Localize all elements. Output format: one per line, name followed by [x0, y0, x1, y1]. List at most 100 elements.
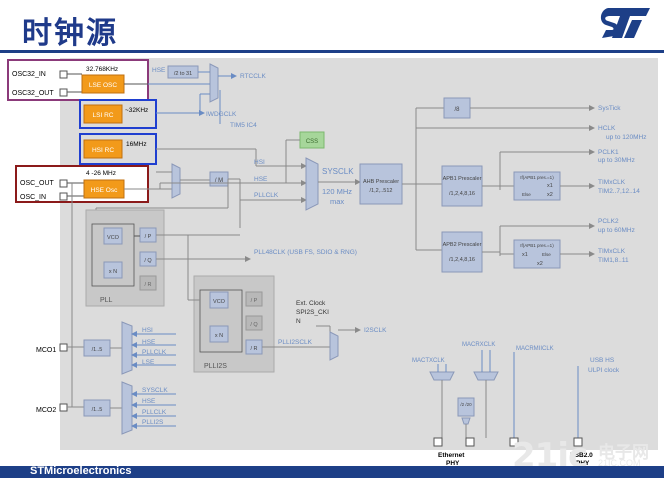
- apb2-section: APB2 Prescaler /1,2,4,8,16 PCLK2 up to 6…: [416, 218, 635, 273]
- mco1-in-hse: HSE: [142, 339, 156, 346]
- iwdgclk-label: IWDGCLK: [206, 111, 237, 118]
- apb1-timclk-label: TIMxCLK: [598, 179, 626, 186]
- apb1-x1: x1: [547, 183, 553, 189]
- pclk2-sub: up to 60MHz: [598, 227, 635, 234]
- plli2s-xn-label: x N: [215, 333, 223, 339]
- lsi-frame: [79, 99, 157, 129]
- usb-phy-label2: PHY: [576, 460, 590, 467]
- mco1-pin: [59, 343, 68, 352]
- osc-out-pin: [59, 179, 68, 188]
- osc32-in-pin: [59, 70, 68, 79]
- css-label: CSS: [306, 139, 318, 145]
- pll-xn: [103, 261, 123, 279]
- eth-pin-1: [433, 437, 443, 447]
- osc32-out-pin: [59, 88, 68, 97]
- lsi-rc-block: [83, 104, 123, 124]
- mco2-in-plli2s: PLLI2S: [142, 419, 164, 426]
- pll-name: PLL: [100, 297, 113, 304]
- mco2-in-pllclk: PLLCLK: [142, 409, 167, 416]
- apb2-prescaler-block: [441, 231, 483, 273]
- apb2-x1: x1: [522, 252, 528, 258]
- mco1-in-hsi: HSI: [142, 327, 153, 334]
- pclk1-label: PCLK1: [598, 149, 619, 156]
- mco2-mux: [121, 381, 133, 435]
- usb-pin: [573, 437, 583, 447]
- usb-section: USB HS ULPI clock USB2.0 PHY: [570, 357, 620, 467]
- footer-bar: [0, 466, 664, 478]
- usb-hs-label: USB HS: [590, 357, 615, 364]
- mco1-div-label: /1..5: [92, 347, 103, 353]
- sysclk-label: SYSCLK: [322, 167, 354, 176]
- ext-clock-line1: Ext. Clock: [296, 300, 326, 307]
- pll-r: [139, 275, 157, 291]
- plli2s-vco-label: VCO: [213, 299, 226, 305]
- plli2s-q: [245, 315, 263, 331]
- mco2-in-hse: HSE: [142, 398, 156, 405]
- watermark-cn: 电子网: [598, 443, 649, 463]
- rtcclk-label: RTCCLK: [240, 73, 267, 80]
- apb1-x2: x2: [547, 192, 553, 198]
- macrx-mux: [473, 371, 499, 381]
- hse-group: OSC_OUT OSC_IN HSE Osc 4 -26 MHz: [15, 165, 149, 203]
- pll-vco: [103, 227, 123, 245]
- apb1-timer-multiplier: [513, 171, 561, 201]
- osc32-in-pin-label: OSC32_IN: [12, 71, 46, 78]
- mco1-mux: [121, 321, 133, 375]
- usb-ulpi-label: ULPI clock: [588, 367, 620, 374]
- mco2-pin: [59, 403, 68, 412]
- hclk-label: HCLK: [598, 125, 616, 132]
- ahb-prescaler-sub: /1,2,..512: [370, 188, 393, 194]
- ahb-section: AHB Prescaler /1,2,..512 /8 SysTick HCLK…: [359, 97, 646, 250]
- osc-out-pin-label: OSC_OUT: [20, 180, 55, 187]
- plli2sclk-label: PLLI2SCLK: [278, 339, 313, 346]
- hsi-rc-block: [83, 139, 123, 159]
- sysclk-in-hsi: HSI: [254, 159, 265, 166]
- mco2-section: MCO2 /1..5 SYSCLK HSE PLLCLK PLLI2S: [36, 381, 176, 435]
- lse-group: OSC32_IN OSC32_OUT LSE OSC 32.768KHz: [7, 59, 149, 101]
- plli2s-p-label: / P: [251, 298, 258, 304]
- apb1-timers: TIM2..7,12..14: [598, 188, 640, 195]
- systick-label: SysTick: [598, 105, 621, 112]
- pclk2-label: PCLK2: [598, 218, 619, 225]
- apb2-timer-cond: If(APB1 pres.=1): [520, 243, 554, 248]
- sysclk-mux: [305, 157, 319, 211]
- pll-m-label: / M: [215, 178, 223, 184]
- apb2-timers: TIM1,8..11: [598, 257, 629, 264]
- mactx-mux: [429, 371, 455, 381]
- title-rule: [0, 50, 664, 53]
- ethernet-section: MACTXCLK MACRXCLK MACRMIICLK /2 /20 Ethe…: [412, 342, 554, 467]
- sysclk-in-pllclk: PLLCLK: [254, 192, 279, 199]
- hse-osc-label: HSE Osc: [91, 187, 118, 194]
- lsi-rc-label: LSI RC: [93, 112, 114, 119]
- sysclk-section: HSI / M HSE PLLCLK CSS SYSCLK 120 MHz ma…: [124, 131, 361, 228]
- lsi-group: LSI RC ~32KHz: [79, 99, 157, 129]
- i2sclk-label: I2SCLK: [364, 327, 387, 334]
- pll-vco-label: VCO: [107, 235, 120, 241]
- osc-in-pin-label: OSC_IN: [20, 194, 46, 201]
- plli2s-xn: [209, 325, 229, 343]
- lsi-freq: ~32KHz: [125, 107, 148, 114]
- i2s-mux: [329, 331, 339, 361]
- rtc-divider-label: /2 to 31: [174, 71, 192, 77]
- rtc-group: HSE /2 to 31 RTCCLK IWDGCLK TIM5 IC4: [148, 63, 267, 129]
- hsi-freq: 16MHz: [126, 141, 147, 148]
- osc-in-pin: [59, 192, 68, 201]
- mco2-in-sysclk: SYSCLK: [142, 387, 168, 394]
- lse-freq: 32.768KHz: [86, 66, 118, 73]
- st-logo-icon: [600, 8, 650, 38]
- sysclk-in-hse: HSE: [254, 176, 268, 183]
- apb1-else: Else: [522, 192, 531, 197]
- pll-source-mux: [171, 163, 181, 199]
- plli2s-vco: [209, 291, 229, 309]
- macrxclk-label: MACRXCLK: [462, 342, 495, 348]
- watermark-url: 21IC.COM: [598, 458, 641, 468]
- lse-frame: [7, 59, 149, 101]
- pll-xn-label: x N: [109, 269, 117, 275]
- plli2s-section: PLLI2S VCO x N / P / Q / R PLLI2SCLK Ext…: [187, 235, 387, 373]
- mco1-in-pllclk: PLLCLK: [142, 349, 167, 356]
- macrmiiclk-label: MACRMIICLK: [516, 346, 554, 352]
- apb2-sub: /1,2,4,8,16: [449, 257, 475, 263]
- plli2s-q-label: / Q: [250, 322, 258, 328]
- mco2-div-label: /1..5: [92, 407, 103, 413]
